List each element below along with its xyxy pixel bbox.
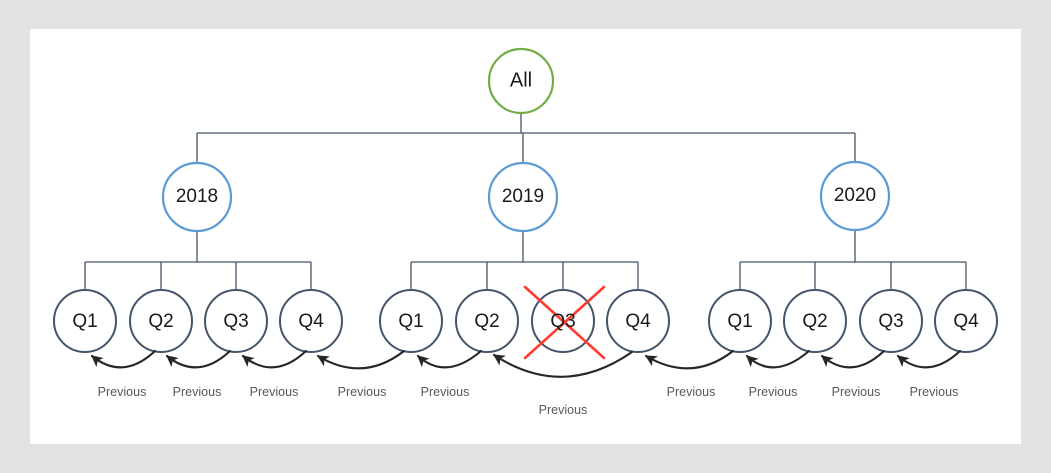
arrow-previous-5-label: Previous xyxy=(420,385,470,399)
arrow-previous-6-label: Previous xyxy=(538,403,588,417)
node-year-2018[interactable] xyxy=(161,161,233,233)
connector-2018-to-quarters xyxy=(84,231,312,290)
previous-arrows xyxy=(90,349,962,378)
arrow-previous-6[interactable] xyxy=(492,350,634,378)
arrow-previous-8-label: Previous xyxy=(748,385,798,399)
arrow-previous-1-label: Previous xyxy=(97,385,147,399)
arrow-previous-2-label: Previous xyxy=(172,385,222,399)
node-2019-q4[interactable] xyxy=(606,289,670,353)
arrow-previous-4-label: Previous xyxy=(337,385,387,399)
arrow-previous-8[interactable] xyxy=(745,349,811,369)
node-2020-q4[interactable] xyxy=(934,289,998,353)
node-2020-q3[interactable] xyxy=(859,289,923,353)
arrow-previous-10[interactable] xyxy=(896,349,962,369)
node-2018-q1[interactable] xyxy=(53,289,117,353)
arrow-previous-3-label: Previous xyxy=(249,385,299,399)
connector-2020-to-quarters xyxy=(739,230,967,290)
node-2020-q1[interactable] xyxy=(708,289,772,353)
arrow-previous-9-label: Previous xyxy=(831,385,881,399)
node-2018-q4[interactable] xyxy=(279,289,343,353)
node-2018-q3[interactable] xyxy=(204,289,268,353)
node-2019-q1[interactable] xyxy=(379,289,443,353)
arrow-previous-1[interactable] xyxy=(90,349,157,369)
arrow-previous-7[interactable] xyxy=(644,349,735,370)
node-2020-q2[interactable] xyxy=(783,289,847,353)
arrow-previous-10-label: Previous xyxy=(909,385,959,399)
arrow-previous-2[interactable] xyxy=(165,349,232,369)
connector-root-to-years xyxy=(196,113,856,163)
arrow-previous-5[interactable] xyxy=(416,349,483,369)
node-year-2019[interactable] xyxy=(487,161,559,233)
arrow-previous-3[interactable] xyxy=(241,349,308,369)
node-2019-q2[interactable] xyxy=(455,289,519,353)
arrow-previous-4[interactable] xyxy=(316,349,406,370)
arrow-previous-9[interactable] xyxy=(820,349,886,369)
arrow-previous-7-label: Previous xyxy=(666,385,716,399)
connector-2019-to-quarters xyxy=(410,231,639,290)
strike-through-icon-2019-q3 xyxy=(523,285,606,360)
node-2018-q2[interactable] xyxy=(129,289,193,353)
node-all[interactable] xyxy=(487,47,555,115)
node-year-2020[interactable] xyxy=(819,160,891,232)
